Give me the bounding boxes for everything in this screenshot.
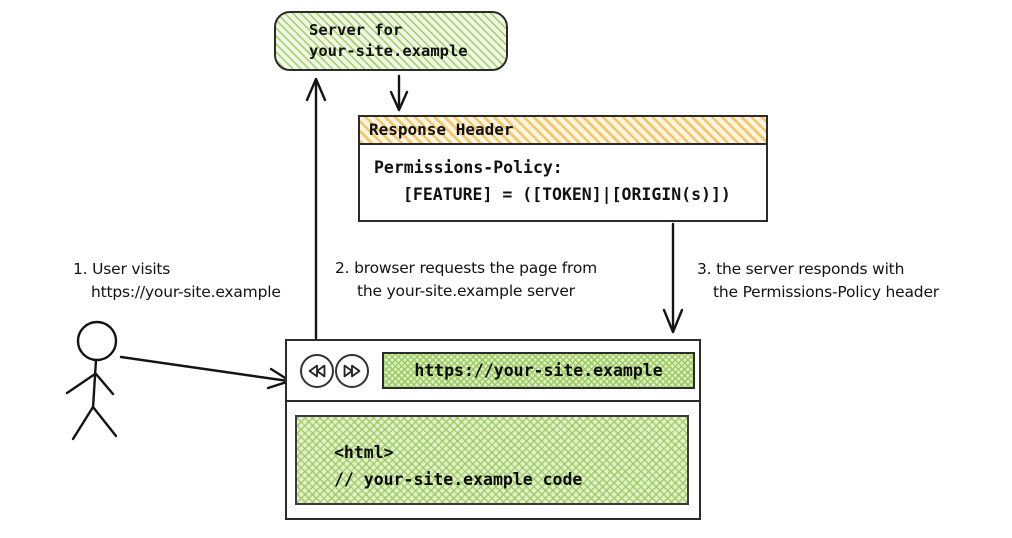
annotation-step-2-line2: the your-site.example server — [357, 282, 575, 300]
response-header-body: Permissions-Policy: [FEATURE] = ([TOKEN]… — [360, 145, 766, 220]
browser-toolbar: https://your-site.example — [287, 341, 699, 402]
arrow-user-to-browser — [119, 355, 292, 390]
browser-window: https://your-site.example <html> // your… — [285, 339, 701, 520]
url-bar: https://your-site.example — [382, 352, 695, 389]
annotation-step-1-line2: https://your-site.example — [91, 283, 281, 301]
stick-figure-leg-left — [71, 405, 95, 441]
annotation-step-3-line2: the Permissions-Policy header — [713, 283, 939, 301]
page-code-line1: <html> — [334, 443, 394, 462]
response-header-title: Response Header — [360, 117, 766, 145]
annotation-step-1: 1. User visits https://your-site.example — [73, 258, 281, 304]
back-button — [300, 353, 334, 388]
annotation-step-2: 2. browser requests the page from the yo… — [335, 257, 597, 303]
stick-figure-leg-right — [91, 405, 118, 438]
permissions-policy-line: Permissions-Policy: — [374, 158, 563, 177]
stick-figure-user — [65, 320, 118, 441]
server-label-line2: your-site.example — [309, 42, 468, 60]
server-label-line1: Server for — [309, 21, 403, 39]
arrow-browser-to-server — [305, 77, 327, 340]
arrow-server-to-response-header — [389, 74, 409, 112]
annotation-step-2-line1: 2. browser requests the page from — [335, 259, 598, 277]
response-header-box: Response Header Permissions-Policy: [FEA… — [358, 115, 768, 222]
stick-figure-arm-right — [94, 372, 115, 396]
stick-figure-arm-left — [65, 372, 97, 395]
feature-token-line: [FEATURE] = ([TOKEN]|[ORIGIN(s)]) — [403, 185, 731, 204]
forward-button — [335, 353, 369, 388]
page-code-line2: // your-site.example code — [334, 470, 583, 489]
url-text: https://your-site.example — [414, 361, 663, 380]
fast-forward-icon — [343, 364, 361, 377]
browser-content-area: <html> // your-site.example code — [287, 402, 699, 518]
stick-figure-body — [91, 358, 98, 410]
rewind-icon — [308, 364, 326, 377]
server-box: Server for your-site.example — [274, 11, 508, 71]
stick-figure-head — [76, 320, 118, 362]
arrow-response-header-to-browser — [662, 222, 684, 334]
annotation-step-1-line1: 1. User visits — [73, 260, 171, 278]
page-content-box: <html> // your-site.example code — [295, 415, 689, 505]
annotation-step-3-line1: 3. the server responds with — [697, 260, 905, 278]
annotation-step-3: 3. the server responds with the Permissi… — [697, 258, 939, 304]
